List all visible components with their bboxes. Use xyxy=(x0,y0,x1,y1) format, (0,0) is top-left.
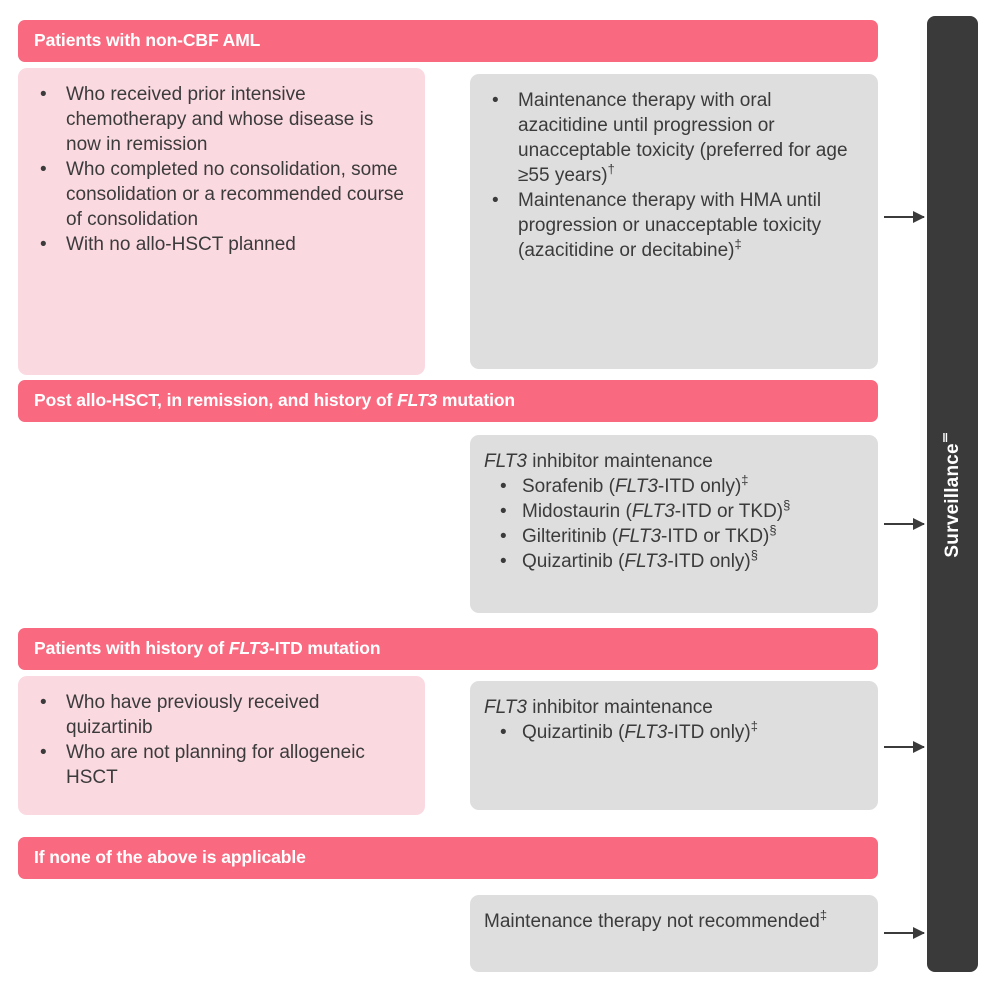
criteria-list: Who have previously received quizartinib… xyxy=(32,690,409,790)
drug-name: Midostaurin ( xyxy=(522,501,632,523)
gene-name-flt3: FLT3 xyxy=(397,390,438,411)
recommendation-box-non-cbf-aml: Maintenance therapy with oral azacitidin… xyxy=(470,74,878,369)
footnote-marker: ‡ xyxy=(750,718,758,734)
row-header-label: Post allo-HSCT, in remission, and histor… xyxy=(34,391,515,410)
footnote-marker: ‖ xyxy=(938,430,952,444)
surveillance-label-text: Surveillance xyxy=(941,443,963,558)
surveillance-bar: Surveillance‖ xyxy=(927,16,978,972)
list-item: Maintenance therapy with oral azacitidin… xyxy=(484,88,862,188)
recommendation-list: Sorafenib (FLT3-ITD only)‡ Midostaurin (… xyxy=(484,474,862,575)
row-header-prefix: Post allo-HSCT, in remission, and histor… xyxy=(34,390,398,411)
drug-name: Quizartinib ( xyxy=(522,722,625,744)
gene-name-flt3: FLT3 xyxy=(618,526,662,548)
row-header-suffix: mutation xyxy=(437,390,516,411)
list-item: Midostaurin (FLT3-ITD or TKD)§ xyxy=(484,499,862,524)
gene-name-flt3: FLT3 xyxy=(614,476,658,498)
criteria-text: Who received prior intensive chemotherap… xyxy=(32,82,409,258)
gene-name-flt3: FLT3 xyxy=(484,697,527,718)
row-header-prefix: Patients with history of xyxy=(34,638,229,659)
row-header-none-applicable: If none of the above is applicable xyxy=(18,837,878,879)
list-item: Gilteritinib (FLT3-ITD or TKD)§ xyxy=(484,524,862,549)
gene-name-flt3: FLT3 xyxy=(624,551,668,573)
recommendation-box-none-applicable: Maintenance therapy not recommended‡ xyxy=(470,895,878,972)
list-item: Who completed no consolidation, some con… xyxy=(32,157,409,232)
row-header-label: Patients with history of FLT3-ITD mutati… xyxy=(34,638,381,659)
list-item: Quizartinib (FLT3-ITD only)§ xyxy=(484,549,862,574)
gene-name-flt3: FLT3 xyxy=(624,722,668,744)
list-item: Who have previously received quizartinib xyxy=(32,690,409,740)
footnote-marker: § xyxy=(750,547,758,563)
list-item: Who are not planning for allogeneic HSCT xyxy=(32,740,409,790)
criteria-box-non-cbf-aml: Who received prior intensive chemotherap… xyxy=(18,68,425,375)
recommendation-box-post-allo-hsct-flt3: FLT3 inhibitor maintenance Sorafenib (FL… xyxy=(470,435,878,613)
recommendation-list: Maintenance therapy with oral azacitidin… xyxy=(484,88,862,264)
footnote-marker: ‡ xyxy=(734,237,742,253)
gene-name-flt3: FLT3 xyxy=(631,501,675,523)
footnote-marker: † xyxy=(607,161,615,177)
surveillance-label: Surveillance‖ xyxy=(938,430,964,558)
criteria-text: Who have previously received quizartinib… xyxy=(32,690,409,790)
recommendation-text: Maintenance therapy not recommended‡ xyxy=(484,909,862,934)
footnote-marker: § xyxy=(769,522,777,538)
drug-name: Gilteritinib ( xyxy=(522,526,619,548)
list-item: Sorafenib (FLT3-ITD only)‡ xyxy=(484,474,862,499)
arrow-to-surveillance-row-4 xyxy=(884,927,925,939)
row-header-label: If none of the above is applicable xyxy=(34,847,306,868)
drug-qualifier: -ITD only) xyxy=(667,722,751,744)
recommendation-text: FLT3 inhibitor maintenance Sorafenib (FL… xyxy=(484,449,862,574)
drug-name: Sorafenib ( xyxy=(522,476,615,498)
recommendation-plain-text: Maintenance therapy not recommended xyxy=(484,911,820,932)
criteria-box-flt3-itd-history: Who have previously received quizartinib… xyxy=(18,676,425,815)
recommendation-list: Quizartinib (FLT3-ITD only)‡ xyxy=(484,720,862,745)
row-header-label: Patients with non-CBF AML xyxy=(34,30,261,51)
footnote-marker: § xyxy=(783,497,791,513)
list-item: Quizartinib (FLT3-ITD only)‡ xyxy=(484,720,862,745)
recommendation-text: FLT3 inhibitor maintenance Quizartinib (… xyxy=(484,695,862,745)
recommendation-box-flt3-itd-history: FLT3 inhibitor maintenance Quizartinib (… xyxy=(470,681,878,810)
recommendation-lead: FLT3 inhibitor maintenance xyxy=(484,449,862,474)
drug-qualifier: -ITD or TKD) xyxy=(674,501,784,523)
list-item: Who received prior intensive chemotherap… xyxy=(32,82,409,157)
recommendation-plain: Maintenance therapy not recommended‡ xyxy=(484,909,862,934)
list-item: With no allo-HSCT planned xyxy=(32,232,409,257)
criteria-list: Who received prior intensive chemotherap… xyxy=(32,82,409,258)
drug-qualifier: -ITD or TKD) xyxy=(661,526,770,548)
arrow-to-surveillance-row-3 xyxy=(884,741,925,753)
recommendation-lead-text: inhibitor maintenance xyxy=(526,697,713,718)
drug-qualifier: -ITD only) xyxy=(657,476,742,498)
list-item-text: Maintenance therapy with HMA until progr… xyxy=(518,190,822,262)
row-header-non-cbf-aml: Patients with non-CBF AML xyxy=(18,20,878,62)
drug-name: Quizartinib ( xyxy=(522,551,625,573)
arrow-to-surveillance-row-2 xyxy=(884,518,925,530)
list-item: Maintenance therapy with HMA until progr… xyxy=(484,188,862,263)
footnote-marker: ‡ xyxy=(819,907,828,923)
recommendation-lead: FLT3 inhibitor maintenance xyxy=(484,695,862,720)
row-header-post-allo-hsct-flt3: Post allo-HSCT, in remission, and histor… xyxy=(18,380,878,422)
row-header-flt3-itd-history: Patients with history of FLT3-ITD mutati… xyxy=(18,628,878,670)
flowchart-rows: Patients with non-CBF AML Who received p… xyxy=(18,0,878,982)
arrow-to-surveillance-row-1 xyxy=(884,211,925,223)
recommendation-lead-text: inhibitor maintenance xyxy=(526,451,713,472)
list-item-text: Maintenance therapy with oral azacitidin… xyxy=(518,90,848,187)
gene-name-flt3: FLT3 xyxy=(484,451,527,472)
drug-qualifier: -ITD only) xyxy=(667,551,751,573)
recommendation-text: Maintenance therapy with oral azacitidin… xyxy=(484,88,862,264)
row-header-suffix: -ITD mutation xyxy=(269,638,381,659)
footnote-marker: ‡ xyxy=(741,472,749,488)
gene-name-flt3: FLT3 xyxy=(228,638,269,659)
